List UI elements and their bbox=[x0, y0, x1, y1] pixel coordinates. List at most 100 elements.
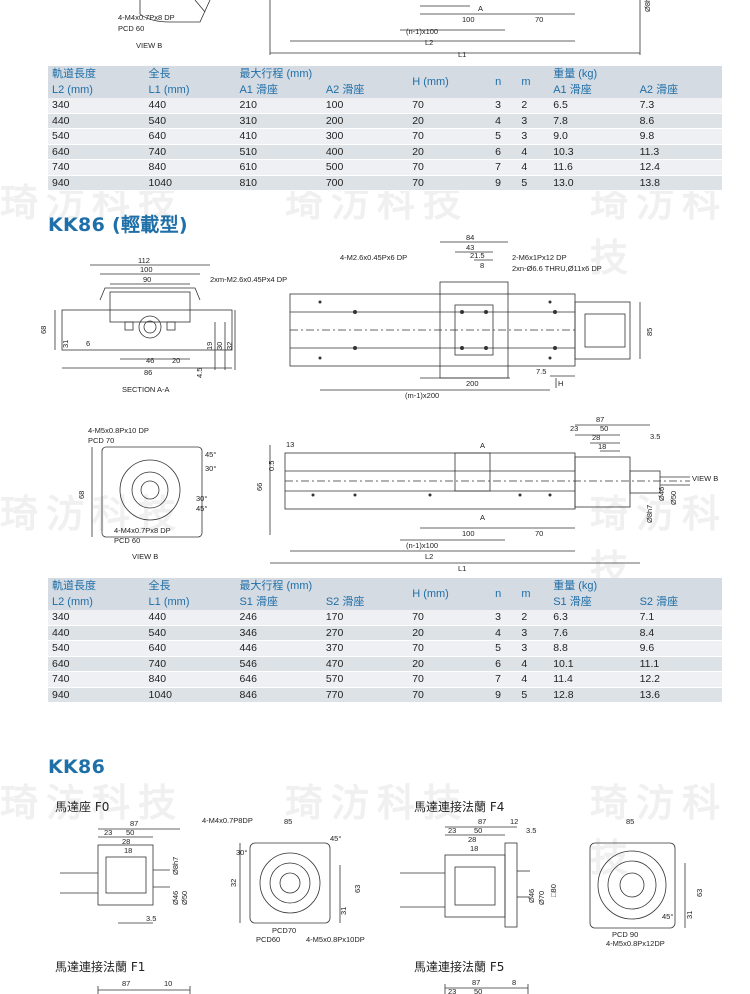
th-m: m bbox=[521, 588, 531, 600]
table-cell: 3 bbox=[517, 640, 550, 657]
table-cell: 310 bbox=[235, 113, 322, 129]
f0-label-pcd70: PCD70 bbox=[272, 926, 296, 935]
table-cell: 4 bbox=[491, 113, 518, 129]
table-cell: 11.1 bbox=[635, 656, 722, 672]
table-cell: 6.3 bbox=[549, 610, 636, 626]
top-label-screw: 4-M4x0.7Px8 DP bbox=[118, 13, 175, 22]
dim-43: 43 bbox=[466, 243, 474, 252]
f0-dim-85: 85 bbox=[284, 817, 292, 826]
dim-3-5: 3.5 bbox=[650, 432, 660, 441]
angle-45-top: 45° bbox=[205, 450, 216, 459]
table-cell: 640 bbox=[144, 128, 236, 145]
f0-dim-shaft: Ø8h7 bbox=[171, 857, 180, 875]
top-dim-l2: L2 bbox=[425, 38, 433, 47]
table-cell: 400 bbox=[321, 144, 409, 160]
table-cell: 2 bbox=[517, 98, 550, 114]
f4-label-m5: 4-M5x0.8Px12DP bbox=[606, 939, 665, 948]
th-stroke-a2: A2 滑座 bbox=[325, 84, 365, 96]
dim-50: 50 bbox=[600, 424, 608, 433]
table-cell: 740 bbox=[144, 144, 236, 160]
f0-dim-23: 23 bbox=[104, 828, 112, 837]
label-view-b: VIEW B bbox=[132, 552, 158, 561]
label-pcd70: PCD 70 bbox=[88, 436, 114, 445]
dim-l1: L1 bbox=[458, 564, 466, 573]
table-cell: 940 bbox=[48, 687, 145, 703]
label-pcd60: PCD 60 bbox=[114, 536, 140, 545]
f4-dim-87: 87 bbox=[478, 817, 486, 826]
light-load-side-drawing: 4-M5x0.8Px10 DP PCD 70 68 45° 30° 30° 45… bbox=[0, 415, 750, 575]
th-total-length: 全長 bbox=[148, 68, 171, 80]
dim-100-b: 100 bbox=[462, 529, 475, 538]
f4-dim-18: 18 bbox=[470, 844, 478, 853]
mount-f4-label: 馬達連接法蘭 F4 bbox=[414, 800, 505, 814]
dim-66: 66 bbox=[255, 483, 264, 491]
f0-angle-30: 30° bbox=[236, 848, 247, 857]
table-cell: 840 bbox=[144, 159, 236, 176]
table-cell: 446 bbox=[235, 640, 322, 657]
table-cell: 940 bbox=[48, 175, 145, 191]
table-cell: 740 bbox=[144, 656, 236, 672]
mount-f5-drawing: 87 8 23 50 bbox=[400, 976, 700, 994]
top-label-view: VIEW B bbox=[136, 41, 162, 50]
dim-d46: Ø46 bbox=[657, 487, 666, 501]
mount-f5-label: 馬達連接法蘭 F5 bbox=[414, 960, 505, 974]
dim-l2: L2 bbox=[425, 552, 433, 561]
table-cell: 6.5 bbox=[549, 98, 636, 114]
table-cell: 346 bbox=[235, 625, 322, 641]
f4-dim-23: 23 bbox=[448, 826, 456, 835]
f4-dim-sq80: □80 bbox=[549, 884, 558, 897]
table-cell: 70 bbox=[408, 671, 492, 688]
table-cell: 7 bbox=[491, 671, 518, 688]
f5-dim-50: 50 bbox=[474, 987, 482, 994]
f0-dim-50: 50 bbox=[126, 828, 134, 837]
dim-46: 46 bbox=[146, 356, 154, 365]
table-cell: 740 bbox=[48, 159, 145, 176]
label-m5-holes: 4-M5x0.8Px10 DP bbox=[88, 426, 149, 435]
th-m: m bbox=[521, 76, 531, 88]
table-cell: 70 bbox=[408, 175, 492, 191]
table-cell: 546 bbox=[235, 656, 322, 672]
table-cell: 4 bbox=[491, 625, 518, 641]
table-cell: 6 bbox=[491, 656, 518, 672]
table-cell: 440 bbox=[144, 610, 236, 626]
table-cell: 510 bbox=[235, 144, 322, 160]
th-stroke: 最大行程 (mm) bbox=[239, 580, 313, 592]
table-cell: 500 bbox=[321, 159, 409, 176]
table-cell: 340 bbox=[48, 98, 145, 114]
table-cell: 3 bbox=[491, 98, 518, 114]
section-title-kk86: KK86 bbox=[48, 756, 106, 778]
table-cell: 9 bbox=[491, 175, 518, 191]
table-cell: 8.6 bbox=[635, 113, 722, 129]
table-cell: 4 bbox=[517, 144, 550, 160]
dim-68-view: 68 bbox=[77, 491, 86, 499]
f0-dim-31: 31 bbox=[339, 907, 348, 915]
label-thru-holes: 2xn-Ø6.6 THRU,Ø11x6 DP bbox=[512, 264, 602, 273]
table-cell: 2 bbox=[517, 610, 550, 626]
table-cell: 20 bbox=[408, 656, 492, 672]
f0-angle-45: 45° bbox=[330, 834, 341, 843]
table-cell: 7.8 bbox=[549, 113, 636, 129]
label-m26-4dp: 2xm-M2.6x0.45Px4 DP bbox=[210, 275, 287, 284]
table-cell: 270 bbox=[321, 625, 409, 641]
dim-31: 31 bbox=[61, 340, 70, 348]
angle-30-bottom: 30° bbox=[196, 494, 207, 503]
spec-table-standard: 軌道長度 全長 最大行程 (mm) H (mm) n m 重量 (kg) L2 … bbox=[48, 66, 722, 191]
f0-dim-3-5: 3.5 bbox=[146, 914, 156, 923]
f1-dim-87: 87 bbox=[122, 979, 130, 988]
label-view-b-arrow: VIEW B bbox=[692, 474, 718, 483]
table-cell: 340 bbox=[48, 610, 145, 626]
table-cell: 7.1 bbox=[635, 610, 722, 626]
th-rail-length: 軌道長度 bbox=[52, 68, 96, 80]
table-cell: 440 bbox=[48, 113, 145, 129]
table-cell: 12.2 bbox=[635, 671, 722, 688]
th-total-length-unit: L1 (mm) bbox=[148, 596, 190, 608]
table-cell: 246 bbox=[235, 610, 322, 626]
table-cell: 440 bbox=[144, 98, 236, 114]
f0-label-m4: 4-M4x0.7P8DP bbox=[202, 816, 253, 825]
dim-19: 19 bbox=[205, 342, 214, 350]
table-cell: 100 bbox=[321, 98, 409, 114]
